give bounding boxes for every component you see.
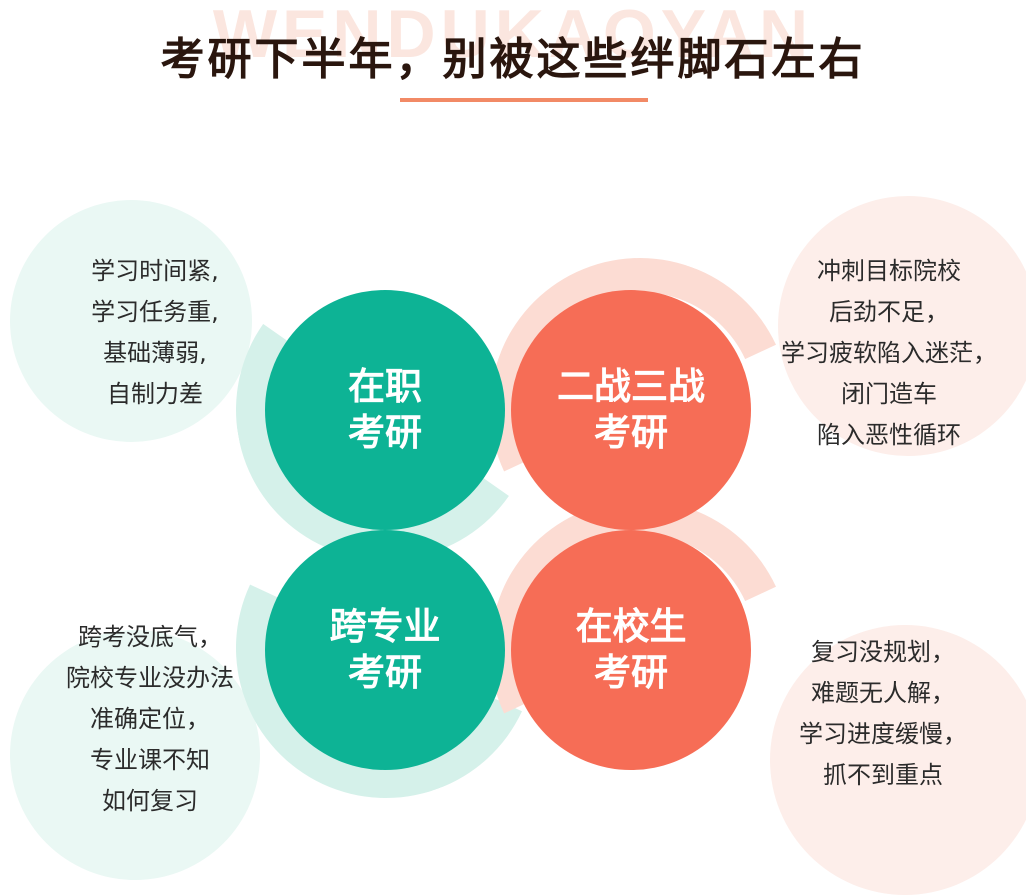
bg-circle-top-left [10,200,252,442]
desc-line: 自制力差 [107,380,203,408]
circle-zaixiao-line1: 在校生 [575,605,687,648]
desc-line: 院校专业没办法 [66,664,234,692]
circle-zaixiao: 在校生 考研 [511,530,751,770]
bg-circle-bottom-right [770,625,1026,895]
desc-line: 跨考没底气， [78,623,222,651]
circle-erzhan-line2: 考研 [594,411,668,454]
bg-circle-top-right [778,196,1026,456]
desc-zaixiao: 复习没规划， 难题无人解， 学习进度缓慢， 抓不到重点 [770,632,996,796]
desc-line: 闭门造车 [841,380,937,408]
desc-line: 冲刺目标院校 [817,257,961,285]
circle-zaixiao-line2: 考研 [594,651,668,694]
desc-line: 如何复习 [102,787,198,815]
desc-line: 学习疲软陷入迷茫， [781,339,997,367]
desc-line: 准确定位， [90,705,210,733]
title-underline [400,98,648,102]
circle-zaizhi-line2: 考研 [348,411,422,454]
desc-line: 基础薄弱, [103,339,207,367]
desc-line: 学习任务重, [91,298,219,326]
circle-erzhan-line1: 二战三战 [557,365,705,408]
desc-erzhan: 冲刺目标院校 后劲不足， 学习疲软陷入迷茫， 闭门造车 陷入恶性循环 [760,251,1018,456]
desc-line: 后劲不足， [829,298,949,326]
background-watermark: WENDUKAOYAN [212,0,814,72]
desc-kuazhuanye: 跨考没底气， 院校专业没办法 准确定位， 专业课不知 如何复习 [30,617,270,822]
circle-zaizhi-line1: 在职 [348,365,422,408]
circle-kuazhuanye-line1: 跨专业 [329,605,441,648]
desc-line: 陷入恶性循环 [817,421,961,449]
desc-line: 学习进度缓慢， [799,720,967,748]
page-title: 考研下半年，别被这些绊脚石左右 [160,34,866,85]
circle-kuazhuanye-line2: 考研 [348,651,422,694]
circle-erzhan: 二战三战 考研 [511,290,751,530]
desc-line: 抓不到重点 [823,761,943,789]
circle-kuazhuanye: 跨专业 考研 [265,530,505,770]
desc-zaizhi: 学习时间紧, 学习任务重, 基础薄弱, 自制力差 [40,251,270,415]
desc-line: 学习时间紧, [91,257,219,285]
desc-line: 复习没规划， [811,638,955,666]
desc-line: 专业课不知 [90,746,210,774]
circle-zaizhi: 在职 考研 [265,290,505,530]
bg-circle-bottom-left [10,630,260,880]
desc-line: 难题无人解， [811,679,955,707]
